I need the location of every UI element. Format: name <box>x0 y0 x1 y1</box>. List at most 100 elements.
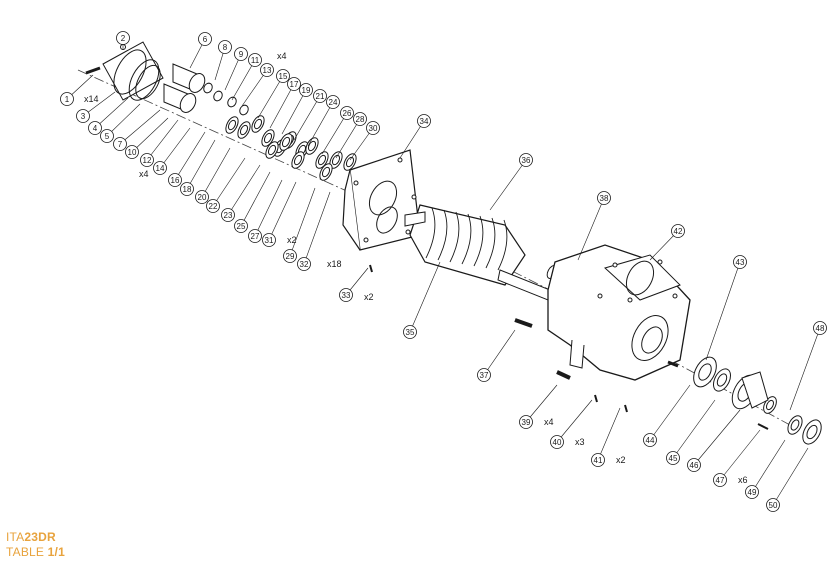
callout-number-22: 22 <box>209 202 218 211</box>
callout-circle-27 <box>248 229 262 243</box>
model-code: ITA23DR <box>6 530 56 544</box>
callout-circle-25 <box>234 219 248 233</box>
callout-circle-32 <box>297 257 311 271</box>
leader-line-17 <box>269 83 295 129</box>
callout-qty-1: x14 <box>84 94 99 104</box>
callout-number-50: 50 <box>769 501 778 510</box>
callout-number-25: 25 <box>237 222 246 231</box>
callout-circle-11 <box>248 53 262 67</box>
table-label: TABLE 1/1 <box>6 545 65 559</box>
bearing-cage-small-face <box>179 93 197 113</box>
leader-line-10 <box>131 117 169 153</box>
shaft-seal-ring <box>713 368 731 392</box>
callout-number-30: 30 <box>369 124 378 133</box>
rotor-helix-line <box>497 219 508 271</box>
callout-number-2: 2 <box>121 34 126 43</box>
casing-bolt-hole <box>612 262 618 268</box>
callout-circle-28 <box>353 112 367 126</box>
housing-bore-lower <box>376 206 398 234</box>
callout-circle-44 <box>643 433 657 447</box>
callout-circle-16 <box>168 173 182 187</box>
leader-line-37 <box>483 329 516 376</box>
leader-line-43 <box>705 261 741 361</box>
seal-ring-bore <box>345 156 355 168</box>
callout-circle-50 <box>766 498 780 512</box>
callout-circle-9 <box>234 47 248 61</box>
end-cover-plate <box>102 41 164 101</box>
leader-line-21 <box>293 95 321 141</box>
leader-line-19 <box>281 89 307 135</box>
callout-number-35: 35 <box>406 328 415 337</box>
callout-number-6: 6 <box>203 35 208 44</box>
leader-line-45 <box>672 399 716 459</box>
leader-line-34 <box>399 120 425 159</box>
callout-circle-40 <box>550 435 564 449</box>
leader-line-32 <box>303 191 331 265</box>
bushing <box>227 96 237 108</box>
casing-drain-boss <box>569 339 585 369</box>
casing-inner-bore <box>641 326 663 354</box>
callout-number-34: 34 <box>420 117 429 126</box>
bushing <box>239 104 249 116</box>
callout-circle-12 <box>140 153 154 167</box>
callout-number-41: 41 <box>594 456 603 465</box>
seal-ring-bore <box>307 140 317 152</box>
leader-line-16 <box>174 131 206 181</box>
leader-line-29 <box>289 187 316 257</box>
callout-qty-40: x3 <box>575 437 585 447</box>
callout-number-11: 11 <box>251 56 260 65</box>
shaft-seal-housing-bore <box>698 363 712 381</box>
leader-line-44 <box>649 384 691 441</box>
leader-line-14 <box>159 127 191 169</box>
casing-bolt-hole <box>657 259 663 265</box>
casing-inlet-port <box>625 260 655 296</box>
callout-number-15: 15 <box>279 72 288 81</box>
callout-number-16: 16 <box>171 176 180 185</box>
leader-line-27 <box>254 179 283 237</box>
leader-line-46 <box>693 409 741 466</box>
callout-qty-41: x2 <box>616 455 626 465</box>
seal-cover-screw <box>757 423 769 430</box>
callout-circle-10 <box>125 145 139 159</box>
casing-bolt-hole <box>627 297 633 303</box>
end-ring-bore <box>806 424 818 440</box>
callout-number-26: 26 <box>343 109 352 118</box>
gasket-ring <box>128 59 160 101</box>
leader-line-26 <box>321 112 348 155</box>
housing-bore-upper <box>368 180 398 216</box>
callout-circle-22 <box>206 199 220 213</box>
callout-circle-49 <box>745 485 759 499</box>
leader-line-18 <box>186 139 216 190</box>
callout-qty-47: x6 <box>738 475 748 485</box>
housing-bolt-hole <box>397 157 403 163</box>
callout-circle-5 <box>100 129 114 143</box>
callout-number-27: 27 <box>251 232 260 241</box>
callout-circle-6 <box>198 32 212 46</box>
bearing-cage-large-face <box>188 73 206 93</box>
callout-circle-24 <box>326 95 340 109</box>
leader-line-48 <box>789 327 821 411</box>
callout-number-40: 40 <box>553 438 562 447</box>
rotor-helix-line <box>461 213 472 265</box>
leader-line-15 <box>257 75 284 119</box>
dust-cap <box>787 415 803 435</box>
callout-circle-18 <box>180 182 194 196</box>
leader-line-28 <box>335 118 361 159</box>
leader-line-40 <box>556 399 593 443</box>
callout-circle-43 <box>733 255 747 269</box>
callout-number-45: 45 <box>669 454 678 463</box>
callout-number-3: 3 <box>81 112 86 121</box>
callout-number-46: 46 <box>690 461 699 470</box>
callout-number-12: 12 <box>143 156 152 165</box>
callout-circle-29 <box>283 249 297 263</box>
leader-line-36 <box>489 159 527 211</box>
casing-bolt-hole <box>597 293 603 299</box>
callout-circle-19 <box>299 83 313 97</box>
callout-number-21: 21 <box>316 92 325 101</box>
dust-cap-bore <box>790 419 800 431</box>
callout-number-49: 49 <box>748 488 757 497</box>
callout-number-1: 1 <box>65 95 70 104</box>
seal-ring-bore <box>263 132 273 144</box>
callout-number-28: 28 <box>356 115 365 124</box>
